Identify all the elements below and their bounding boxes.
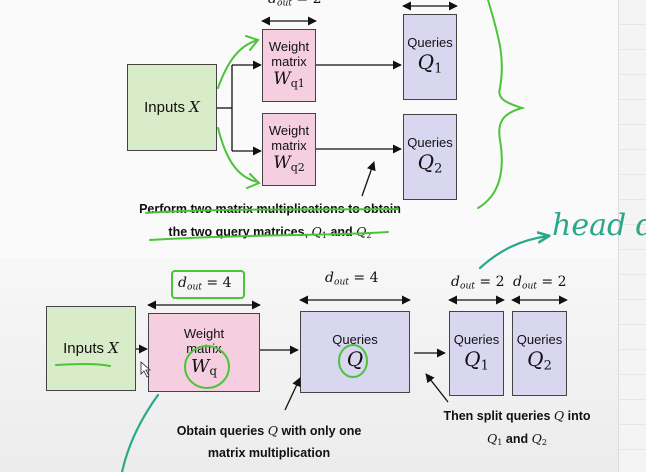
top-dout-label: dout = 2 [268,0,322,9]
pen-line-from-wq [120,393,160,472]
top-queries-1: Queries Q1 [403,14,457,100]
pen-circle-wq [184,345,230,389]
top-weight-matrix-1: Weight matrix Wq1 [262,29,316,102]
top-weight-matrix-2: Weight matrix Wq2 [262,113,316,186]
bottom-q2-dout-label: dout = 2 [513,274,567,292]
notebook-gridlines [618,0,646,472]
pen-circle-q [338,344,368,378]
bottom-queries-box: Queries Q [300,311,410,393]
pen-box-dout-4 [171,270,245,299]
pen-arrowhead-wq1 [245,35,260,51]
bottom-right-caption: Then split queries Q into Q1 and Q2 [443,408,591,447]
bottom-left-caption-pointer [284,377,301,411]
pen-underline-caption-2 [149,231,389,241]
pen-arrow-to-head-d [478,236,548,270]
bottom-weight-dout-label: dout = 4 [178,275,232,293]
pen-underline-inputs [55,363,111,367]
bottom-q1-dout-label: dout = 2 [451,274,505,292]
bottom-queries-q1: Queries Q1 [449,311,504,396]
bottom-connectors [136,295,568,411]
pen-arrowhead-wq2 [246,173,261,189]
bottom-weight-matrix: Weight matrix Wq [148,313,260,392]
bottom-right-caption-pointer [425,373,449,403]
top-inputs-box: Inputs X [127,64,217,151]
bottom-inputs-box: Inputs X [46,306,136,391]
top-queries-2: Queries Q2 [403,114,457,200]
mouse-cursor-icon [140,361,152,378]
pen-arrow-to-wq1 [217,39,259,89]
top-caption-pointer [361,161,376,197]
pen-arrow-to-wq2 [217,127,259,183]
pen-underline-caption-1 [145,208,399,214]
handwritten-strokes [55,0,526,389]
handwritten-annotation: head d [552,208,646,243]
pen-brace [477,0,526,209]
top-connectors [217,1,458,197]
bottom-queries-dout-label: dout = 4 [325,270,379,288]
bottom-queries-q2: Queries Q2 [512,311,567,396]
teal-strokes [120,236,548,472]
bottom-left-caption: Obtain queries Q with only one matrix mu… [176,423,362,460]
